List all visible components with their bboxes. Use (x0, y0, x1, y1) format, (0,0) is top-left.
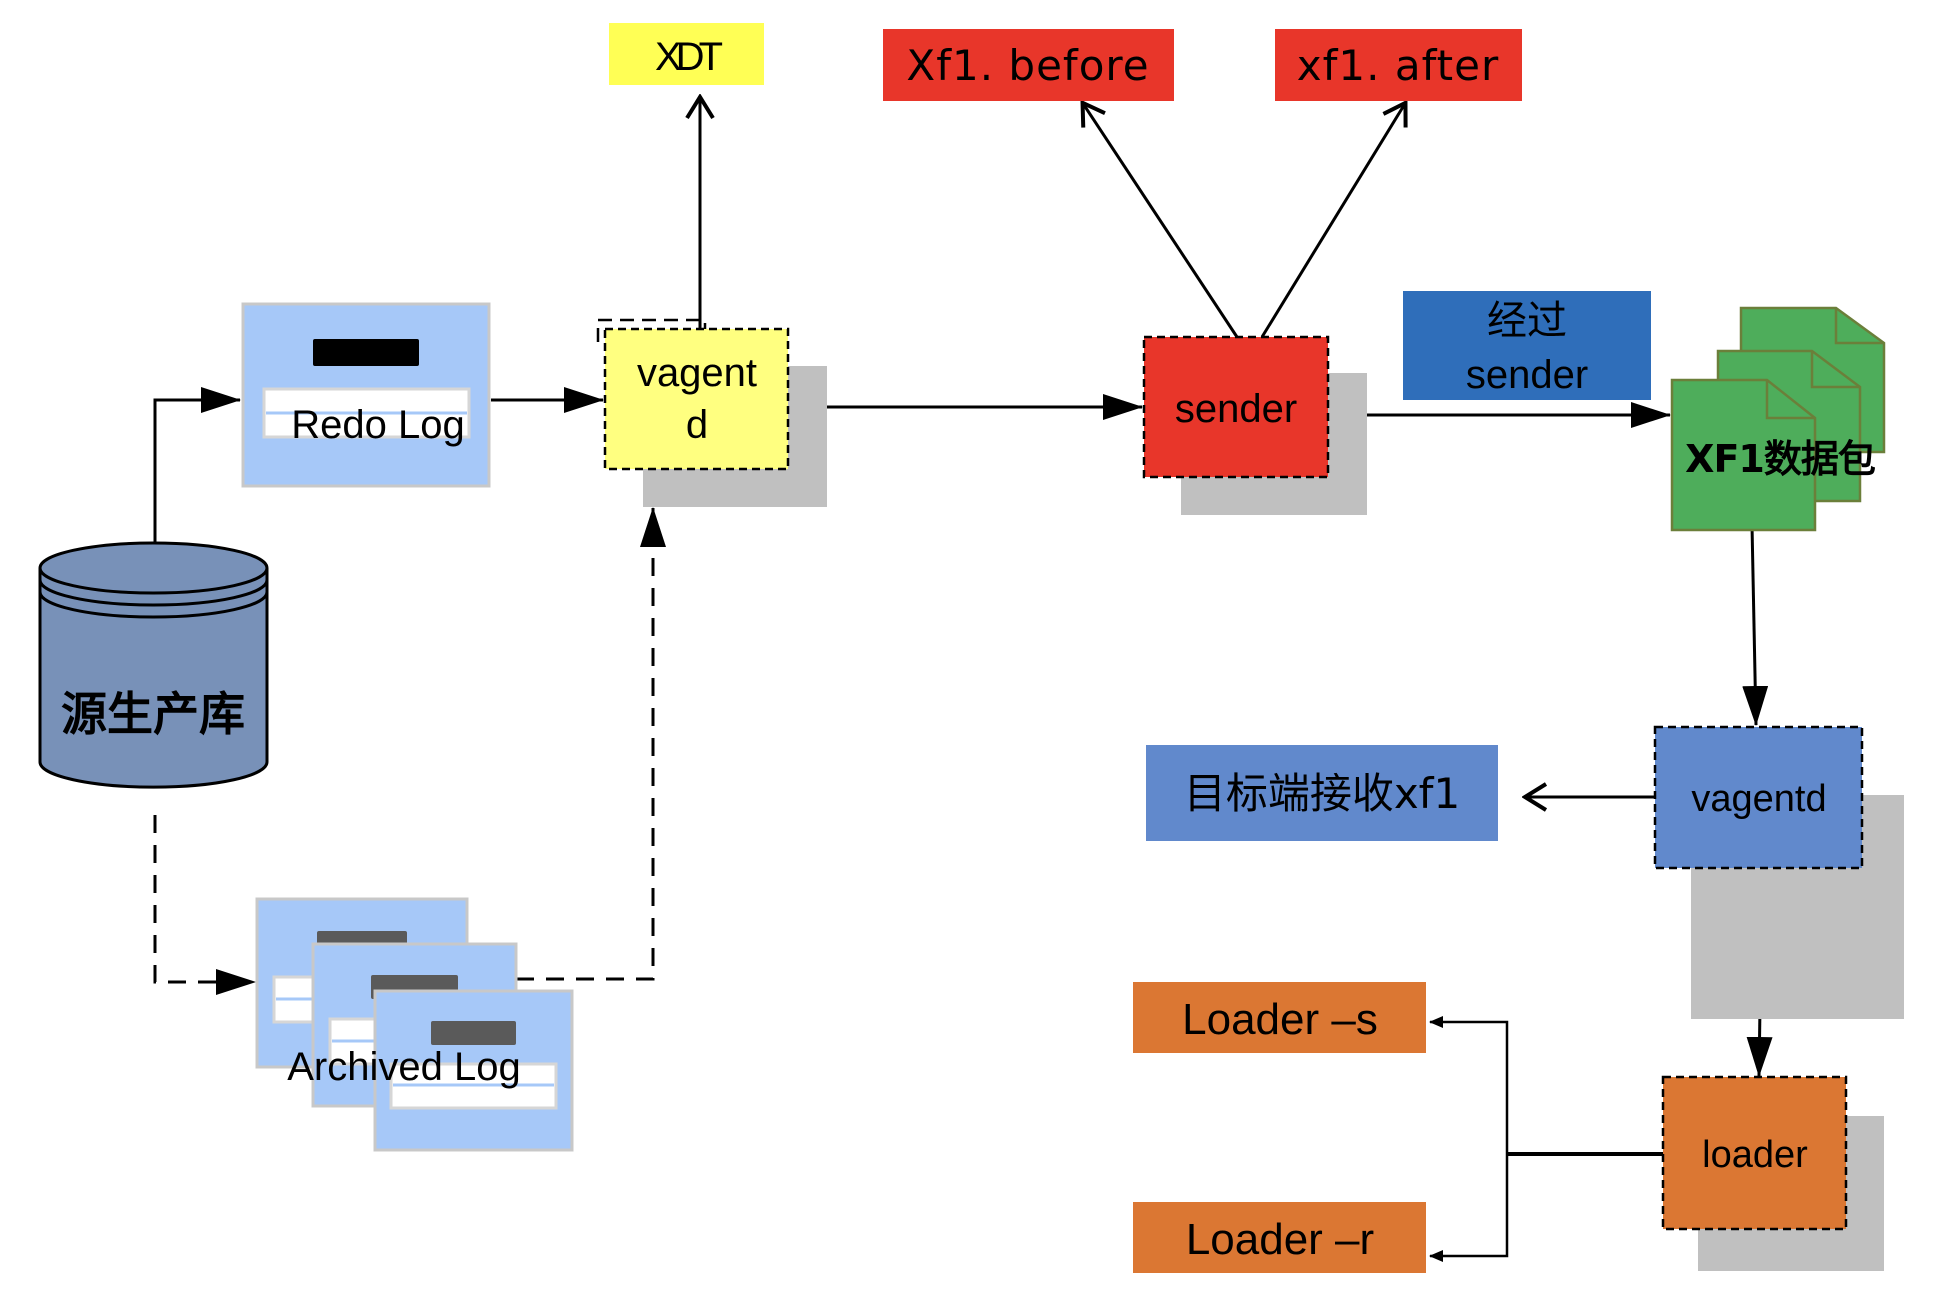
source-db-label: 源生产库 (61, 687, 245, 741)
xf1-before-node[interactable]: Xf1. before (883, 29, 1174, 101)
loader-r-label: Loader –r (1186, 1215, 1374, 1264)
cylinder-ring-2 (38, 591, 269, 619)
via-sender-node[interactable]: 经过 sender (1403, 291, 1651, 400)
source-db-node[interactable]: 源生产库 (38, 541, 269, 789)
archived-log-label: Archived Log (287, 1045, 520, 1089)
loader-s-box (1133, 982, 1426, 1053)
via-sender-label-1: 经过 (1487, 298, 1567, 344)
vagentd-target-label: vagentd (1691, 778, 1826, 820)
loader-r-node[interactable]: Loader –r (1133, 1202, 1426, 1273)
loader-label: loader (1702, 1134, 1808, 1176)
edges (153, 96, 1773, 1262)
cylinder-top (38, 541, 269, 595)
xdt-box (609, 23, 764, 85)
vagentd-source-label-1: vagent (637, 351, 757, 395)
sender-label: sender (1175, 387, 1297, 431)
via-sender-box (1403, 291, 1651, 400)
redo-log-node[interactable]: Redo Log (241, 302, 491, 488)
selection-bracket (596, 318, 707, 342)
target-receive-box (1146, 745, 1498, 841)
loader-node[interactable]: loader (1661, 1075, 1884, 1271)
target-receive-label: 目标端接收xf1 (1184, 769, 1460, 818)
redo-log-label: Redo Log (291, 403, 464, 447)
via-sender-label-2: sender (1466, 353, 1588, 397)
xf1-after-node[interactable]: xf1. after (1275, 29, 1522, 101)
edge-bracket-to-loader-r (1429, 1154, 1509, 1262)
edge-db-to-redo (153, 387, 241, 543)
vagentd-target-box (1653, 725, 1864, 870)
archived-log-node[interactable]: Archived Log (255, 897, 574, 1152)
vagentd-source-label-2: d (686, 403, 708, 447)
xf1-before-label: Xf1. before (906, 41, 1149, 90)
loader-r-box (1133, 1202, 1426, 1273)
database-cylinder-icon (38, 568, 269, 789)
edge-archived-to-vagentd (516, 507, 666, 981)
edge-db-to-archived (153, 815, 256, 995)
xf1-packets-label: XF1数据包 (1685, 437, 1876, 481)
xdt-label: XDT (655, 35, 723, 79)
redo-log-titlebar (313, 339, 419, 366)
vagentd-source-box (603, 327, 790, 471)
sender-box (1142, 335, 1330, 479)
xf1-before-box (883, 29, 1174, 101)
xf1-after-box (1275, 29, 1522, 101)
sender-node[interactable]: sender (1142, 335, 1367, 515)
edge-sender-to-after (1260, 102, 1406, 338)
edge-bracket-to-loader-s (1429, 1016, 1509, 1154)
loader-s-node[interactable]: Loader –s (1133, 982, 1426, 1053)
vagentd-target-node[interactable]: vagentd (1653, 725, 1904, 1019)
archived-window-front (373, 989, 574, 1152)
xf1-packets-node[interactable]: XF1数据包 (1670, 306, 1886, 532)
edge-sender-to-before (1082, 102, 1239, 338)
edge-packets-to-vagentd (1742, 524, 1769, 726)
loader-box (1661, 1075, 1848, 1231)
target-receive-node[interactable]: 目标端接收xf1 (1146, 745, 1498, 841)
xdt-node[interactable]: XDT (609, 23, 764, 85)
vagentd-source-node[interactable]: vagent d (596, 318, 827, 507)
cylinder-ring-1 (38, 579, 269, 607)
loader-s-label: Loader –s (1182, 995, 1378, 1044)
xf1-after-label: xf1. after (1297, 41, 1499, 90)
